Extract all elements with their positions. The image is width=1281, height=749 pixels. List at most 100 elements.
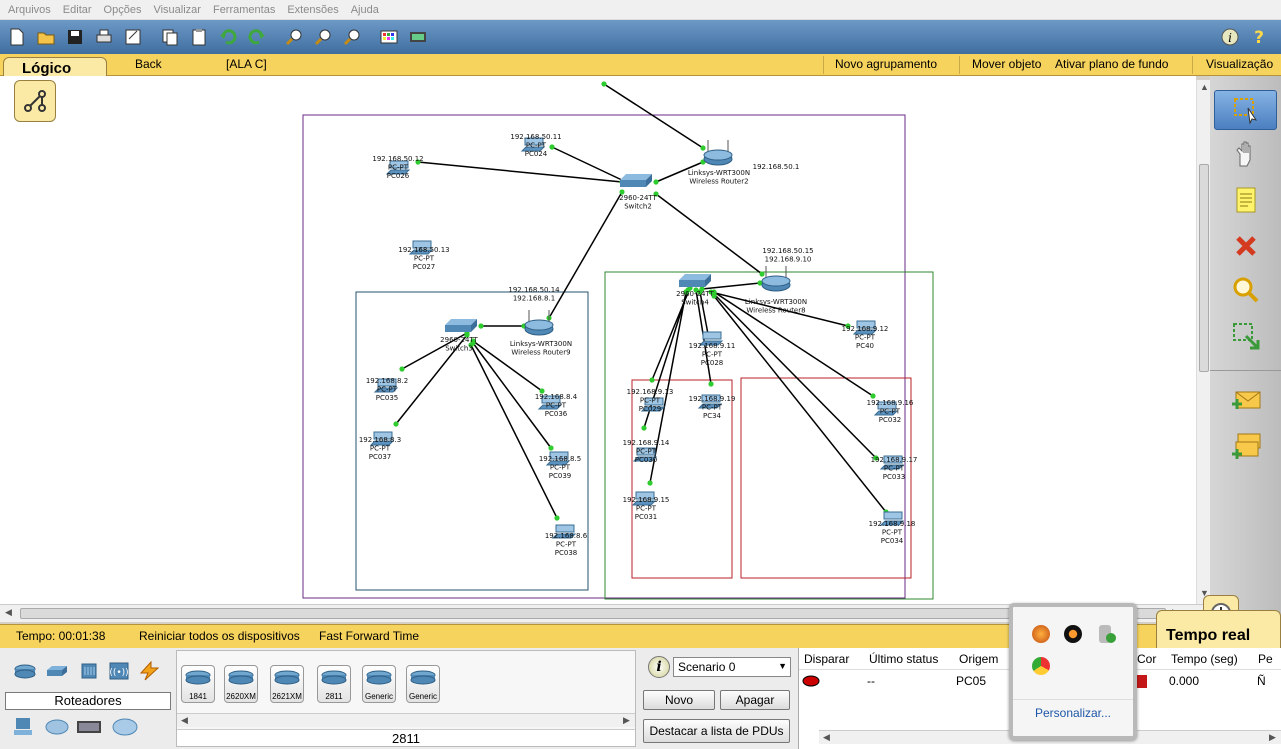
- set-background-button[interactable]: Ativar plano de fundo: [1055, 57, 1169, 71]
- save-icon[interactable]: [62, 24, 88, 50]
- fast-forward-button[interactable]: Fast Forward Time: [319, 629, 420, 643]
- zoom-reset-icon[interactable]: [310, 24, 336, 50]
- reset-devices-button[interactable]: Reiniciar todos os dispositivos: [139, 629, 300, 643]
- col-color[interactable]: Cor: [1137, 652, 1157, 666]
- new-cluster-button[interactable]: Novo agrupamento: [835, 57, 938, 71]
- device-label-line: PC033: [883, 473, 905, 481]
- place-note-icon[interactable]: [1214, 180, 1277, 220]
- info-icon[interactable]: i: [1217, 24, 1243, 50]
- redo-icon[interactable]: [244, 24, 270, 50]
- col-time[interactable]: Tempo (seg): [1171, 652, 1238, 666]
- menu-ajuda[interactable]: Ajuda: [350, 3, 379, 16]
- resize-shape-icon[interactable]: [1214, 316, 1277, 356]
- menu-extensoes[interactable]: Extensões: [287, 3, 339, 16]
- device-list-scrollbar[interactable]: ◀ ▶: [177, 713, 635, 727]
- delete-scenario-button[interactable]: Apagar: [720, 690, 790, 710]
- palette-icon[interactable]: [376, 24, 402, 50]
- undo-icon[interactable]: [215, 24, 241, 50]
- device-label-line: PC-PT: [640, 397, 661, 405]
- customize-link[interactable]: Personalizar...: [1034, 706, 1112, 720]
- col-last-status[interactable]: Último status: [869, 652, 939, 666]
- common-tools-bar: [1210, 76, 1281, 622]
- device-label-line: 192.168.50.12: [372, 155, 423, 163]
- paste-icon[interactable]: [186, 24, 212, 50]
- device-2811[interactable]: 2811: [317, 665, 351, 703]
- move-object-button[interactable]: Mover objeto: [972, 57, 1042, 71]
- device-2620xm[interactable]: 2620XM: [224, 665, 258, 703]
- time-cell: 0.000: [1169, 674, 1200, 688]
- horizontal-scrollbar[interactable]: ◀ ▶: [0, 604, 1210, 622]
- cluster-switch3: [355, 291, 589, 591]
- col-fire[interactable]: Disparar: [804, 652, 850, 666]
- hubs-category-icon[interactable]: [76, 660, 102, 682]
- device-generic-router[interactable]: Generic: [362, 665, 396, 703]
- copy-icon[interactable]: [157, 24, 183, 50]
- add-simple-pdu-icon[interactable]: [1214, 380, 1277, 420]
- fire-status-icon[interactable]: [802, 675, 820, 687]
- add-complex-pdu-icon[interactable]: [1214, 426, 1277, 466]
- new-file-icon[interactable]: [4, 24, 30, 50]
- toggle-pdu-list-button[interactable]: Destacar a lista de PDUs: [643, 719, 790, 743]
- scenario-info-icon[interactable]: i: [648, 656, 670, 678]
- viewport-button[interactable]: Visualização: [1206, 57, 1274, 71]
- activity-wizard-icon[interactable]: [120, 24, 146, 50]
- zoom-in-icon[interactable]: [281, 24, 307, 50]
- keepass-icon[interactable]: [1064, 625, 1082, 643]
- menu-arquivos[interactable]: Arquivos: [8, 3, 51, 16]
- ubuntu-one-icon[interactable]: [1032, 625, 1050, 643]
- inspect-zoom-icon[interactable]: [1214, 270, 1277, 310]
- routers-category-icon[interactable]: [12, 660, 38, 682]
- inspect-hand-icon[interactable]: [1214, 134, 1277, 174]
- custom-device-icon[interactable]: [405, 24, 431, 50]
- pc-monitor: [377, 378, 397, 387]
- vertical-scroll-thumb[interactable]: [1199, 164, 1209, 372]
- menu-opcoes[interactable]: Opções: [103, 3, 142, 16]
- logical-tab[interactable]: Lógico: [3, 57, 107, 80]
- horizontal-scroll-thumb[interactable]: [20, 608, 1166, 619]
- device-label-line: 192.168.50.14: [508, 286, 560, 294]
- device-label-line: PC024: [525, 150, 548, 158]
- source-cell: PC05: [956, 674, 987, 688]
- realtime-tab[interactable]: Tempo real: [1156, 610, 1281, 648]
- wireless-category-icon[interactable]: ((•)): [106, 660, 132, 682]
- switch-front: [679, 280, 705, 287]
- connections-category-icon[interactable]: [136, 660, 162, 682]
- delete-icon[interactable]: [1214, 226, 1277, 266]
- scenario-select-value: Scenario 0: [678, 660, 736, 674]
- menu-ferramentas[interactable]: Ferramentas: [212, 3, 276, 16]
- select-tool-icon[interactable]: [1214, 90, 1277, 130]
- print-icon[interactable]: [91, 24, 117, 50]
- new-scenario-button[interactable]: Novo: [643, 690, 715, 710]
- menu-editar[interactable]: Editar: [62, 3, 92, 16]
- link-line: [395, 334, 468, 425]
- device-label-line: Linksys-WRT300N: [688, 169, 750, 177]
- open-folder-icon[interactable]: [33, 24, 59, 50]
- end-devices-category-icon[interactable]: [12, 716, 38, 738]
- scenario-select[interactable]: Scenario 0 ▼: [673, 657, 791, 677]
- multiuser-category-icon[interactable]: [112, 716, 138, 738]
- custom-devices-category-icon[interactable]: [76, 716, 102, 738]
- back-button[interactable]: Back: [135, 57, 162, 71]
- device-generic-router-2[interactable]: Generic: [406, 665, 440, 703]
- chrome-icon[interactable]: [1032, 657, 1050, 675]
- device-label-line: 192.168.8.6: [545, 532, 588, 540]
- wan-emulation-category-icon[interactable]: [44, 716, 70, 738]
- vertical-scrollbar[interactable]: ▲ ▼: [1196, 80, 1210, 604]
- switches-category-icon[interactable]: [44, 660, 70, 682]
- col-source[interactable]: Origem: [959, 652, 999, 666]
- menu-visualizar[interactable]: Visualizar: [153, 3, 201, 16]
- logical-view-icon[interactable]: [14, 80, 56, 122]
- col-periodic[interactable]: Pe: [1258, 652, 1273, 666]
- zoom-out-icon[interactable]: [339, 24, 365, 50]
- link-dot: [873, 455, 879, 461]
- device-label: 1841: [189, 692, 207, 701]
- device-1841[interactable]: 1841: [181, 665, 215, 703]
- device-2621xm[interactable]: 2621XM: [270, 665, 304, 703]
- help-icon[interactable]: ?: [1246, 24, 1272, 50]
